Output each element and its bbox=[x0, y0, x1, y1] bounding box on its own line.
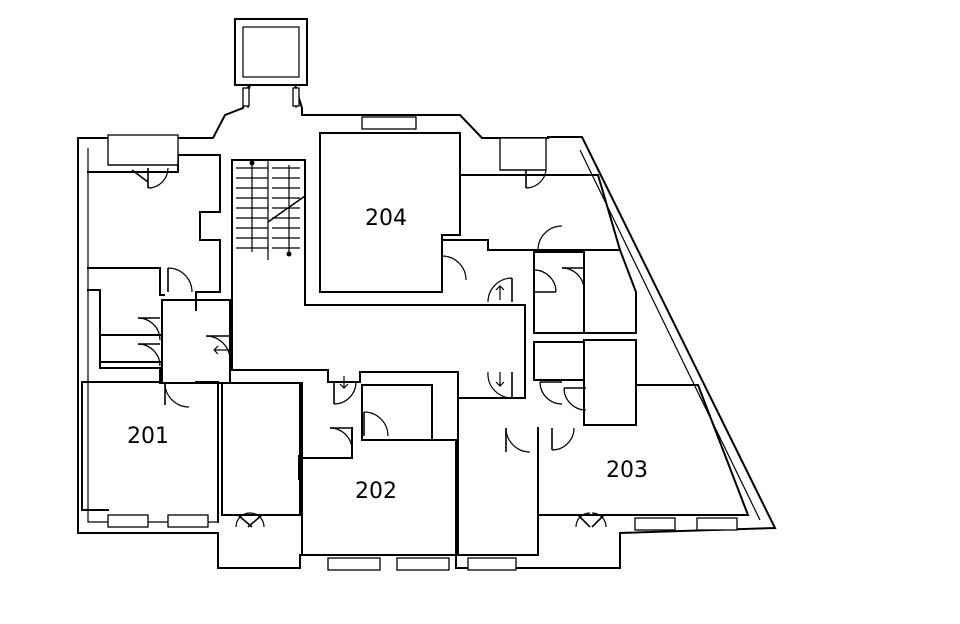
room-202-walls bbox=[301, 376, 457, 571]
room-label-202: 202 bbox=[355, 479, 397, 504]
room-label-201: 201 bbox=[127, 424, 169, 449]
right-middle-rooms bbox=[487, 249, 637, 426]
room-201-walls bbox=[81, 381, 219, 528]
staircase bbox=[231, 159, 306, 333]
corridor-walls bbox=[221, 304, 526, 528]
top-shaft bbox=[234, 18, 308, 108]
room-204-walls bbox=[304, 116, 526, 306]
exterior-walls bbox=[77, 84, 777, 569]
top-left-room-walls bbox=[87, 134, 221, 311]
room-labels: 201 202 203 204 bbox=[127, 206, 648, 504]
room-label-204: 204 bbox=[365, 206, 407, 231]
room-203-walls bbox=[457, 384, 750, 571]
right-upper-room-walls bbox=[441, 137, 622, 281]
room-label-203: 203 bbox=[606, 458, 648, 483]
left-small-rooms bbox=[87, 267, 232, 384]
